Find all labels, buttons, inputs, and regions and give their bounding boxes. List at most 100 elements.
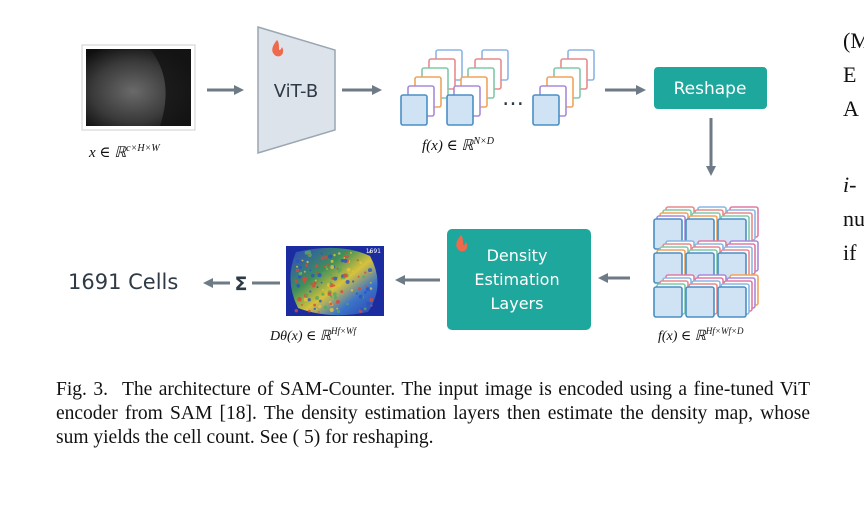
side-text-line: i-	[843, 172, 857, 197]
density-speckle	[359, 261, 363, 264]
count-label: 1691 Cells	[68, 270, 178, 294]
density-speckle	[318, 304, 322, 309]
density-speckle	[350, 289, 354, 292]
density-speckle	[313, 303, 317, 307]
density-speckle	[369, 297, 374, 303]
density-speckle	[307, 298, 311, 302]
density-speckle	[368, 250, 372, 254]
density-line-2: Estimation	[474, 270, 559, 289]
token-stacks	[400, 49, 595, 126]
density-speckle	[323, 305, 328, 310]
density-speckle	[329, 307, 334, 313]
density-speckle	[322, 272, 325, 274]
density-speckle	[328, 273, 332, 277]
density-speckle	[305, 264, 309, 267]
density-speckle	[337, 267, 342, 272]
density-speckle	[314, 279, 317, 282]
density-speckle	[313, 281, 317, 285]
architecture-figure: x ∈ ℝc×H×W ViT-B … f(x) ∈ ℝN×D Reshape f…	[68, 25, 767, 344]
density-speckle	[330, 265, 335, 269]
cube-cell	[653, 286, 683, 318]
density-speckle	[332, 292, 337, 297]
density-speckle	[346, 267, 351, 272]
token-front	[400, 94, 428, 126]
density-speckle	[326, 283, 331, 287]
density-speckle	[302, 280, 306, 284]
density-speckle	[345, 279, 350, 284]
density-speckle	[343, 257, 346, 259]
density-speckle	[322, 265, 326, 269]
density-speckle	[321, 288, 324, 291]
sum-symbol: Σ	[235, 273, 248, 295]
density-speckle	[315, 308, 318, 311]
side-text-line: E	[843, 62, 857, 87]
density-speckle	[301, 303, 303, 306]
reshape-label: Reshape	[674, 79, 747, 99]
density-speckle	[363, 307, 367, 311]
density-map-label: Dθ(x) ∈ ℝHf×Wf	[269, 326, 358, 344]
density-speckle	[312, 284, 316, 288]
density-speckle	[370, 304, 373, 307]
density-speckle	[311, 273, 315, 278]
density-speckle	[328, 254, 333, 259]
cube-cell	[717, 286, 747, 318]
density-speckle	[307, 309, 311, 313]
density-speckle	[355, 292, 358, 295]
density-speckle	[316, 286, 319, 289]
density-speckle	[326, 268, 328, 270]
density-speckle	[295, 268, 300, 273]
density-speckle	[346, 251, 348, 254]
figure-caption: Fig. 3.The architecture of SAM-Counter. …	[56, 378, 810, 450]
side-text-line: (M	[843, 28, 864, 53]
density-speckle	[329, 281, 332, 284]
density-speckle	[351, 270, 354, 273]
density-speckle	[303, 297, 308, 302]
density-speckle	[329, 295, 333, 298]
density-speckle	[302, 277, 306, 282]
density-speckle	[333, 295, 338, 300]
density-speckle	[345, 255, 349, 259]
density-speckle	[360, 307, 363, 311]
density-speckle	[329, 284, 332, 286]
density-speckle	[366, 301, 371, 306]
density-speckle	[296, 265, 299, 268]
density-speckle	[320, 256, 325, 261]
density-speckle	[333, 276, 338, 281]
density-speckle	[359, 295, 363, 299]
encoder-label: ViT-B	[274, 81, 318, 102]
density-speckle	[335, 299, 340, 304]
density-speckle	[364, 285, 367, 288]
density-speckle	[309, 269, 312, 272]
features-label: f(x) ∈ ℝN×D	[422, 136, 495, 154]
density-speckle	[340, 258, 345, 263]
density-speckle	[298, 271, 302, 275]
input-image	[81, 44, 196, 131]
density-speckle	[320, 252, 323, 255]
density-speckle	[338, 285, 341, 288]
density-speckle	[304, 250, 309, 255]
density-speckle	[340, 290, 344, 294]
density-speckle	[297, 274, 302, 279]
density-speckle	[357, 287, 362, 291]
density-speckle	[314, 264, 319, 269]
density-speckle	[321, 292, 325, 296]
density-speckle	[357, 275, 360, 278]
token-front	[446, 94, 474, 126]
density-speckle	[365, 287, 370, 292]
density-map-corner-label: 1691	[366, 248, 381, 255]
density-speckle	[364, 291, 367, 294]
density-speckle	[343, 273, 348, 278]
density-speckle	[313, 307, 316, 311]
caption-label: Fig. 3.	[56, 379, 108, 400]
density-speckle	[368, 268, 373, 273]
density-speckle	[352, 280, 355, 283]
density-speckle	[331, 277, 334, 280]
density-speckle	[324, 255, 328, 259]
density-speckle	[338, 252, 341, 255]
cube-cell	[685, 286, 715, 318]
side-text-line: A	[843, 96, 859, 121]
density-speckle	[309, 290, 312, 293]
input-label: x ∈ ℝc×H×W	[88, 143, 161, 161]
density-speckle	[330, 259, 334, 263]
density-speckle	[346, 303, 349, 306]
